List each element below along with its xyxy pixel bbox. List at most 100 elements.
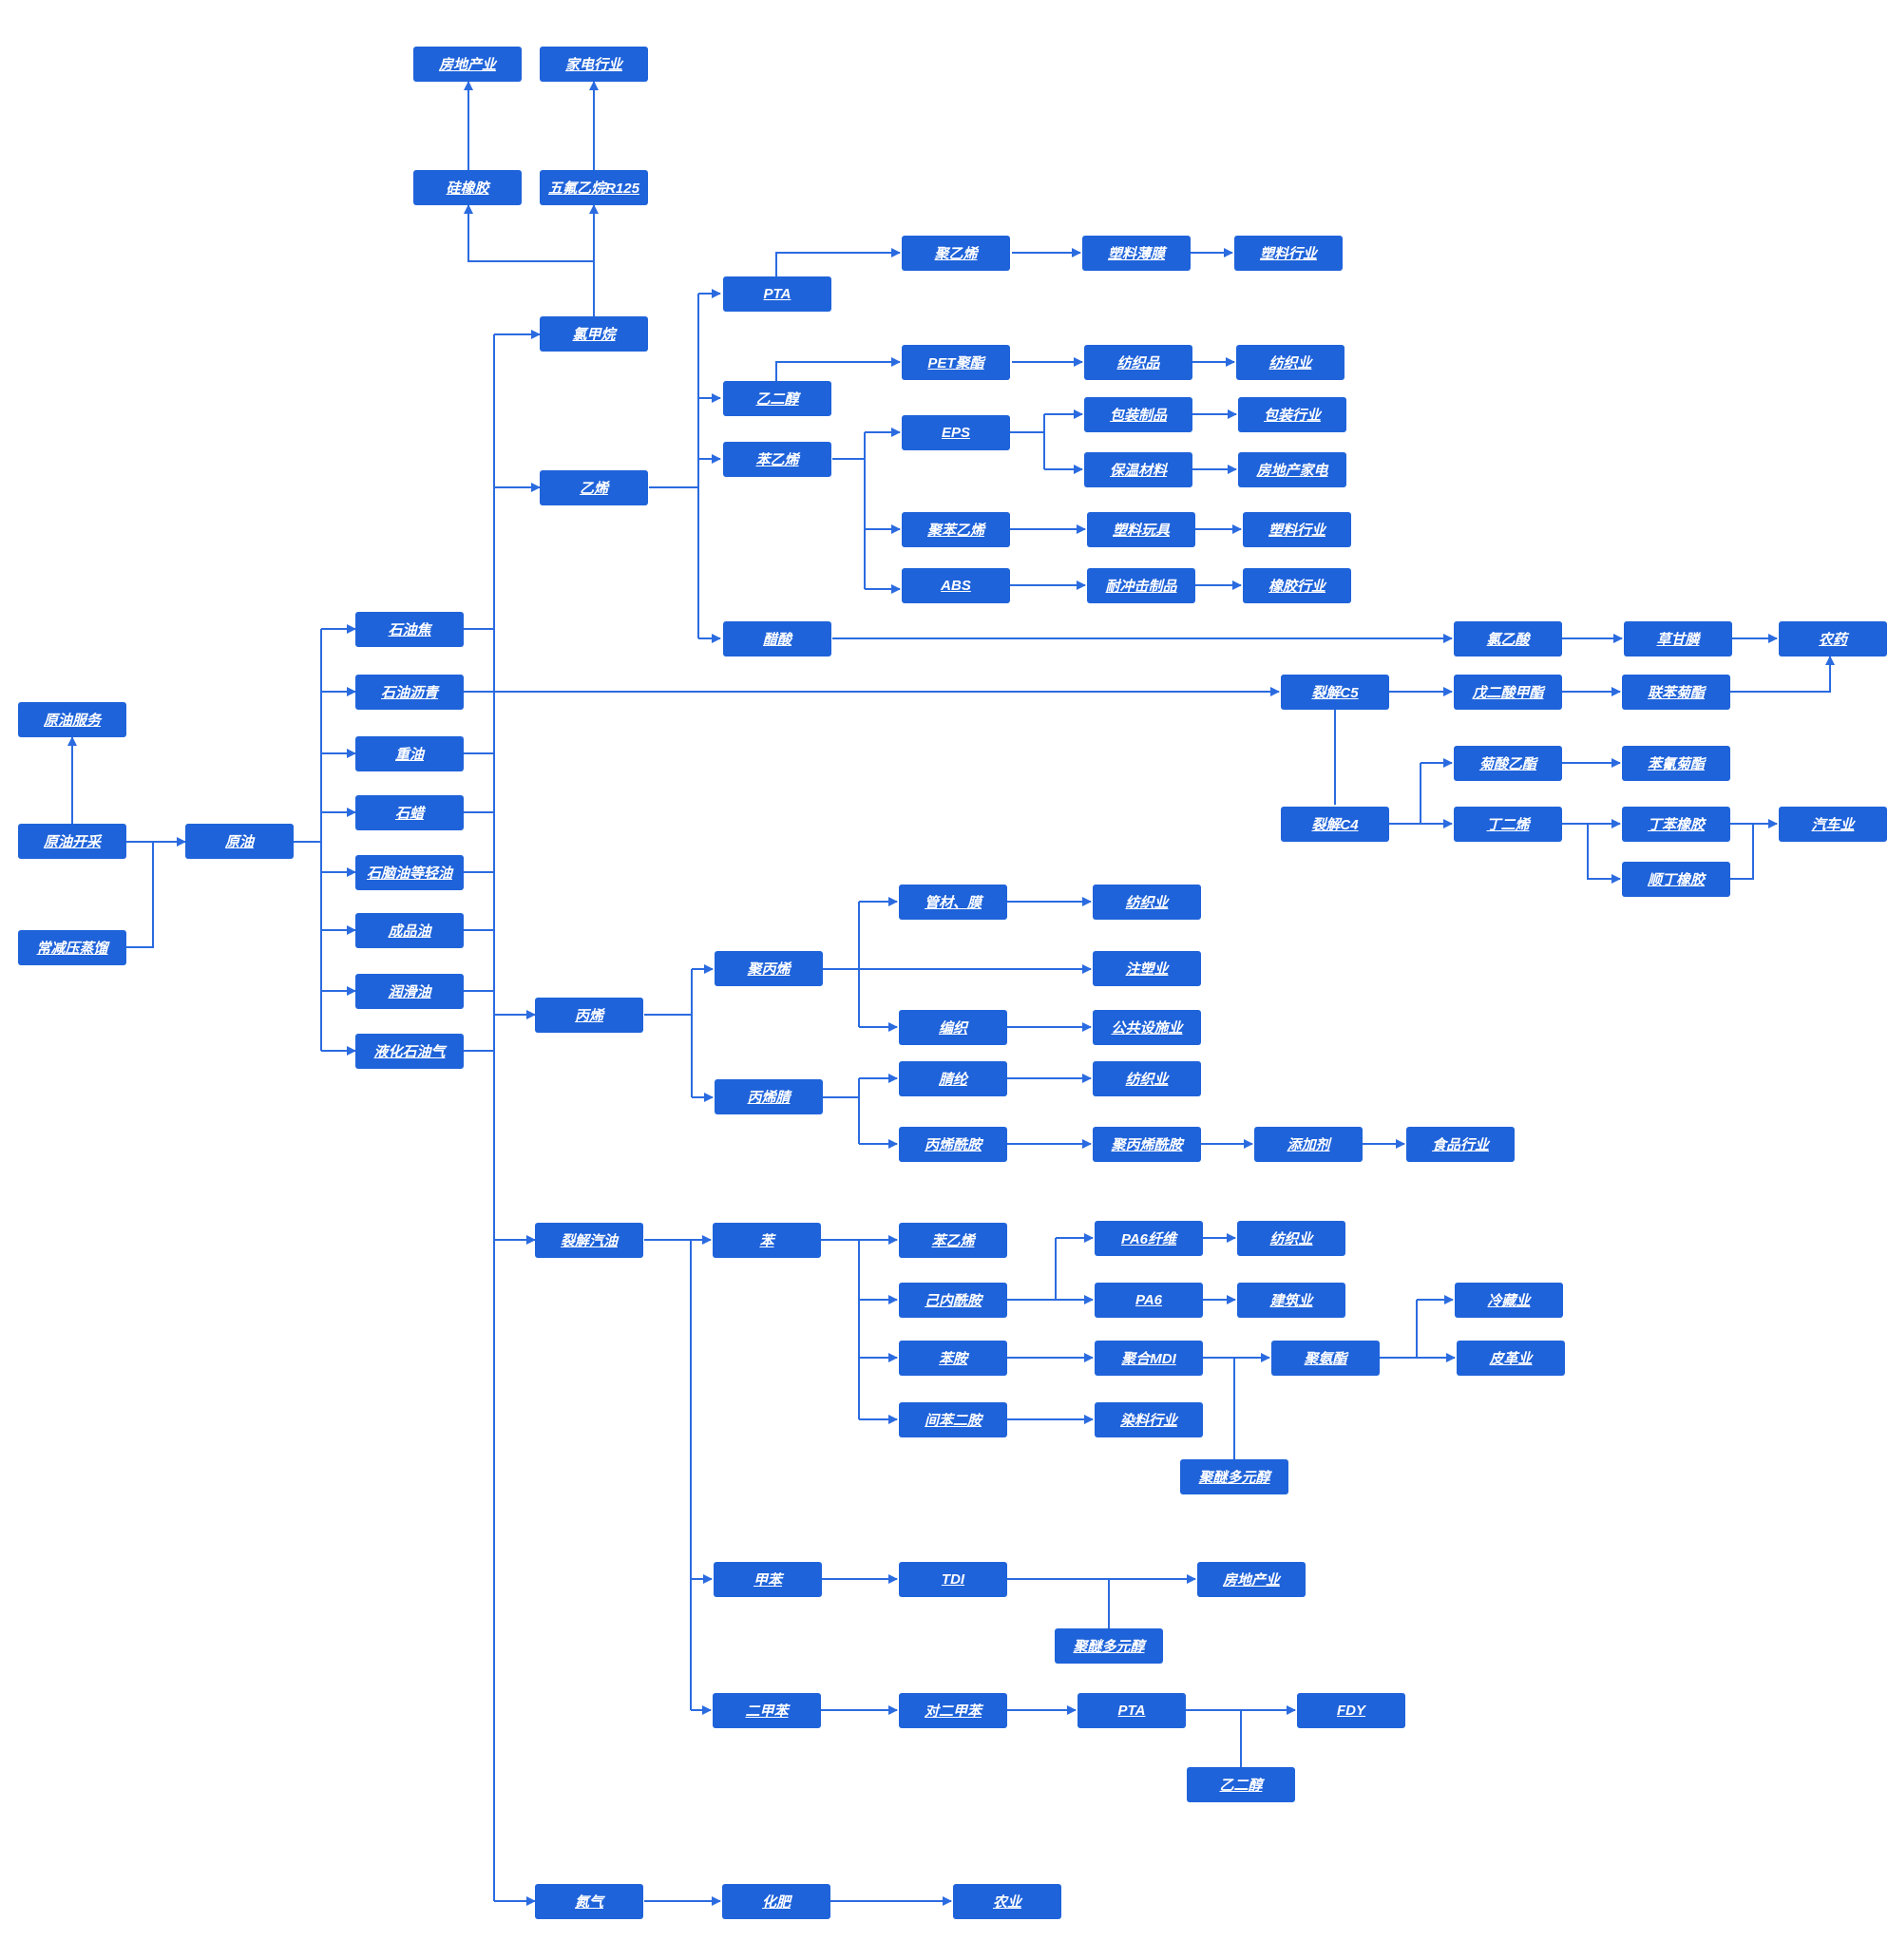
node-ethyl-chrysanthemate[interactable]: 菊酸乙酯 xyxy=(1454,746,1562,781)
node-agriculture[interactable]: 农业 xyxy=(953,1884,1061,1919)
node-oilfield-services[interactable]: 原油服务 xyxy=(18,702,126,737)
node-benzene[interactable]: 苯 xyxy=(713,1223,821,1258)
node-cracked-c5[interactable]: 裂解C5 xyxy=(1281,675,1389,710)
node-polyethylene[interactable]: 聚乙烯 xyxy=(902,236,1010,271)
node-p-xylene[interactable]: 对二甲苯 xyxy=(899,1693,1007,1728)
node-abs[interactable]: ABS xyxy=(902,568,1010,603)
node-ethylene-glycol-2[interactable]: 乙二醇 xyxy=(1187,1767,1295,1802)
node-heavy-oil[interactable]: 重油 xyxy=(355,736,464,771)
node-textile-industry-4[interactable]: 纺织业 xyxy=(1237,1221,1345,1256)
node-petroleum-coke[interactable]: 石油焦 xyxy=(355,612,464,647)
node-fenvalerate[interactable]: 苯氰菊酯 xyxy=(1622,746,1730,781)
node-r125[interactable]: 五氟乙烷R125 xyxy=(540,170,648,205)
node-acrylamide[interactable]: 丙烯酰胺 xyxy=(899,1127,1007,1162)
node-polystyrene[interactable]: 聚苯乙烯 xyxy=(902,512,1010,547)
node-aniline[interactable]: 苯胺 xyxy=(899,1341,1007,1376)
node-propylene[interactable]: 丙烯 xyxy=(535,998,643,1033)
node-pa6-fiber[interactable]: PA6纤维 xyxy=(1095,1221,1203,1256)
node-acetic-acid[interactable]: 醋酸 xyxy=(723,621,831,657)
node-ethylene-glycol[interactable]: 乙二醇 xyxy=(723,381,831,416)
node-real-estate-appliances[interactable]: 房地产家电 xyxy=(1238,452,1346,487)
node-m-phenylenediamine[interactable]: 间苯二胺 xyxy=(899,1402,1007,1437)
node-polymeric-mdi[interactable]: 聚合MDI xyxy=(1095,1341,1203,1376)
node-petroleum-asphalt[interactable]: 石油沥青 xyxy=(355,675,464,710)
node-injection-molding[interactable]: 注塑业 xyxy=(1093,951,1201,986)
node-textile-industry-3[interactable]: 纺织业 xyxy=(1093,1061,1201,1096)
node-plastic-toys[interactable]: 塑料玩具 xyxy=(1087,512,1195,547)
node-tdi[interactable]: TDI xyxy=(899,1562,1007,1597)
node-pa6[interactable]: PA6 xyxy=(1095,1283,1203,1318)
node-textiles[interactable]: 纺织品 xyxy=(1084,345,1192,380)
node-br-rubber[interactable]: 顺丁橡胶 xyxy=(1622,862,1730,897)
node-atmospheric-vacuum-distillation[interactable]: 常减压蒸馏 xyxy=(18,930,126,965)
node-lubricating-oil[interactable]: 润滑油 xyxy=(355,974,464,1009)
node-pta-2[interactable]: PTA xyxy=(1077,1693,1186,1728)
node-pet-polyester[interactable]: PET聚酯 xyxy=(902,345,1010,380)
node-acrylonitrile[interactable]: 丙烯腈 xyxy=(715,1079,823,1114)
connector xyxy=(1730,656,1835,693)
node-polyurethane[interactable]: 聚氨酯 xyxy=(1271,1341,1380,1376)
node-bifenthrin[interactable]: 联苯菊酯 xyxy=(1622,675,1730,710)
connector xyxy=(467,205,594,262)
node-fertilizer[interactable]: 化肥 xyxy=(722,1884,830,1919)
node-lpg[interactable]: 液化石油气 xyxy=(355,1034,464,1069)
node-construction-industry[interactable]: 建筑业 xyxy=(1237,1283,1345,1318)
node-crude-oil[interactable]: 原油 xyxy=(185,824,294,859)
connector xyxy=(1730,824,1754,880)
node-eps[interactable]: EPS xyxy=(902,415,1010,450)
node-public-facilities[interactable]: 公共设施业 xyxy=(1093,1010,1201,1045)
node-textile-industry[interactable]: 纺织业 xyxy=(1236,345,1344,380)
node-naphtha-light-oil[interactable]: 石脑油等轻油 xyxy=(355,855,464,890)
node-home-appliance-industry[interactable]: 家电行业 xyxy=(540,47,648,82)
node-pta[interactable]: PTA xyxy=(723,276,831,312)
node-chloroacetic-acid[interactable]: 氯乙酸 xyxy=(1454,621,1562,657)
node-packaging-industry[interactable]: 包装行业 xyxy=(1238,397,1346,432)
node-plastics-industry-2[interactable]: 塑料行业 xyxy=(1243,512,1351,547)
node-xylene[interactable]: 二甲苯 xyxy=(713,1693,821,1728)
node-nitrogen[interactable]: 氮气 xyxy=(535,1884,643,1919)
node-ethylene[interactable]: 乙烯 xyxy=(540,470,648,505)
node-toluene[interactable]: 甲苯 xyxy=(714,1562,822,1597)
node-insulation-material[interactable]: 保温材料 xyxy=(1084,452,1192,487)
node-polyether-polyol-2[interactable]: 聚醚多元醇 xyxy=(1055,1628,1163,1664)
node-oil-extraction[interactable]: 原油开采 xyxy=(18,824,126,859)
node-textile-industry-2[interactable]: 纺织业 xyxy=(1093,885,1201,920)
node-refined-oil[interactable]: 成品油 xyxy=(355,913,464,948)
node-real-estate-industry-2[interactable]: 房地产业 xyxy=(1197,1562,1306,1597)
node-plastics-industry[interactable]: 塑料行业 xyxy=(1234,236,1343,271)
node-packaging-products[interactable]: 包装制品 xyxy=(1084,397,1192,432)
node-glyphosate[interactable]: 草甘膦 xyxy=(1624,621,1732,657)
node-rubber-industry[interactable]: 橡胶行业 xyxy=(1243,568,1351,603)
node-methyl-glutarate[interactable]: 戊二酸甲酯 xyxy=(1454,675,1562,710)
node-fdy[interactable]: FDY xyxy=(1297,1693,1405,1728)
node-polypropylene[interactable]: 聚丙烯 xyxy=(715,951,823,986)
node-dye-industry[interactable]: 染料行业 xyxy=(1095,1402,1203,1437)
node-refrigeration-industry[interactable]: 冷藏业 xyxy=(1455,1283,1563,1318)
node-impact-resistant-products[interactable]: 耐冲击制品 xyxy=(1087,568,1195,603)
node-polyether-polyol[interactable]: 聚醚多元醇 xyxy=(1180,1459,1288,1494)
node-styrene-2[interactable]: 苯乙烯 xyxy=(899,1223,1007,1258)
node-additive[interactable]: 添加剂 xyxy=(1254,1127,1363,1162)
node-polyacrylamide[interactable]: 聚丙烯酰胺 xyxy=(1093,1127,1201,1162)
node-auto-industry[interactable]: 汽车业 xyxy=(1779,807,1887,842)
node-cracked-c4[interactable]: 裂解C4 xyxy=(1281,807,1389,842)
node-weaving[interactable]: 编织 xyxy=(899,1010,1007,1045)
node-pipes-film[interactable]: 管材、膜 xyxy=(899,885,1007,920)
node-sbr-rubber[interactable]: 丁苯橡胶 xyxy=(1622,807,1730,842)
node-paraffin-wax[interactable]: 石蜡 xyxy=(355,795,464,830)
node-pyrolysis-gasoline[interactable]: 裂解汽油 xyxy=(535,1223,643,1258)
node-silicone-rubber[interactable]: 硅橡胶 xyxy=(413,170,522,205)
node-styrene[interactable]: 苯乙烯 xyxy=(723,442,831,477)
node-butadiene[interactable]: 丁二烯 xyxy=(1454,807,1562,842)
node-methyl-chloride[interactable]: 氯甲烷 xyxy=(540,316,648,352)
node-pesticides[interactable]: 农药 xyxy=(1779,621,1887,657)
node-acrylic-fiber[interactable]: 腈纶 xyxy=(899,1061,1007,1096)
node-leather-industry[interactable]: 皮革业 xyxy=(1457,1341,1565,1376)
node-food-industry[interactable]: 食品行业 xyxy=(1406,1127,1515,1162)
node-caprolactam[interactable]: 己内酰胺 xyxy=(899,1283,1007,1318)
connector xyxy=(1587,824,1621,884)
node-real-estate-industry[interactable]: 房地产业 xyxy=(413,47,522,82)
node-plastic-film[interactable]: 塑料薄膜 xyxy=(1082,236,1191,271)
